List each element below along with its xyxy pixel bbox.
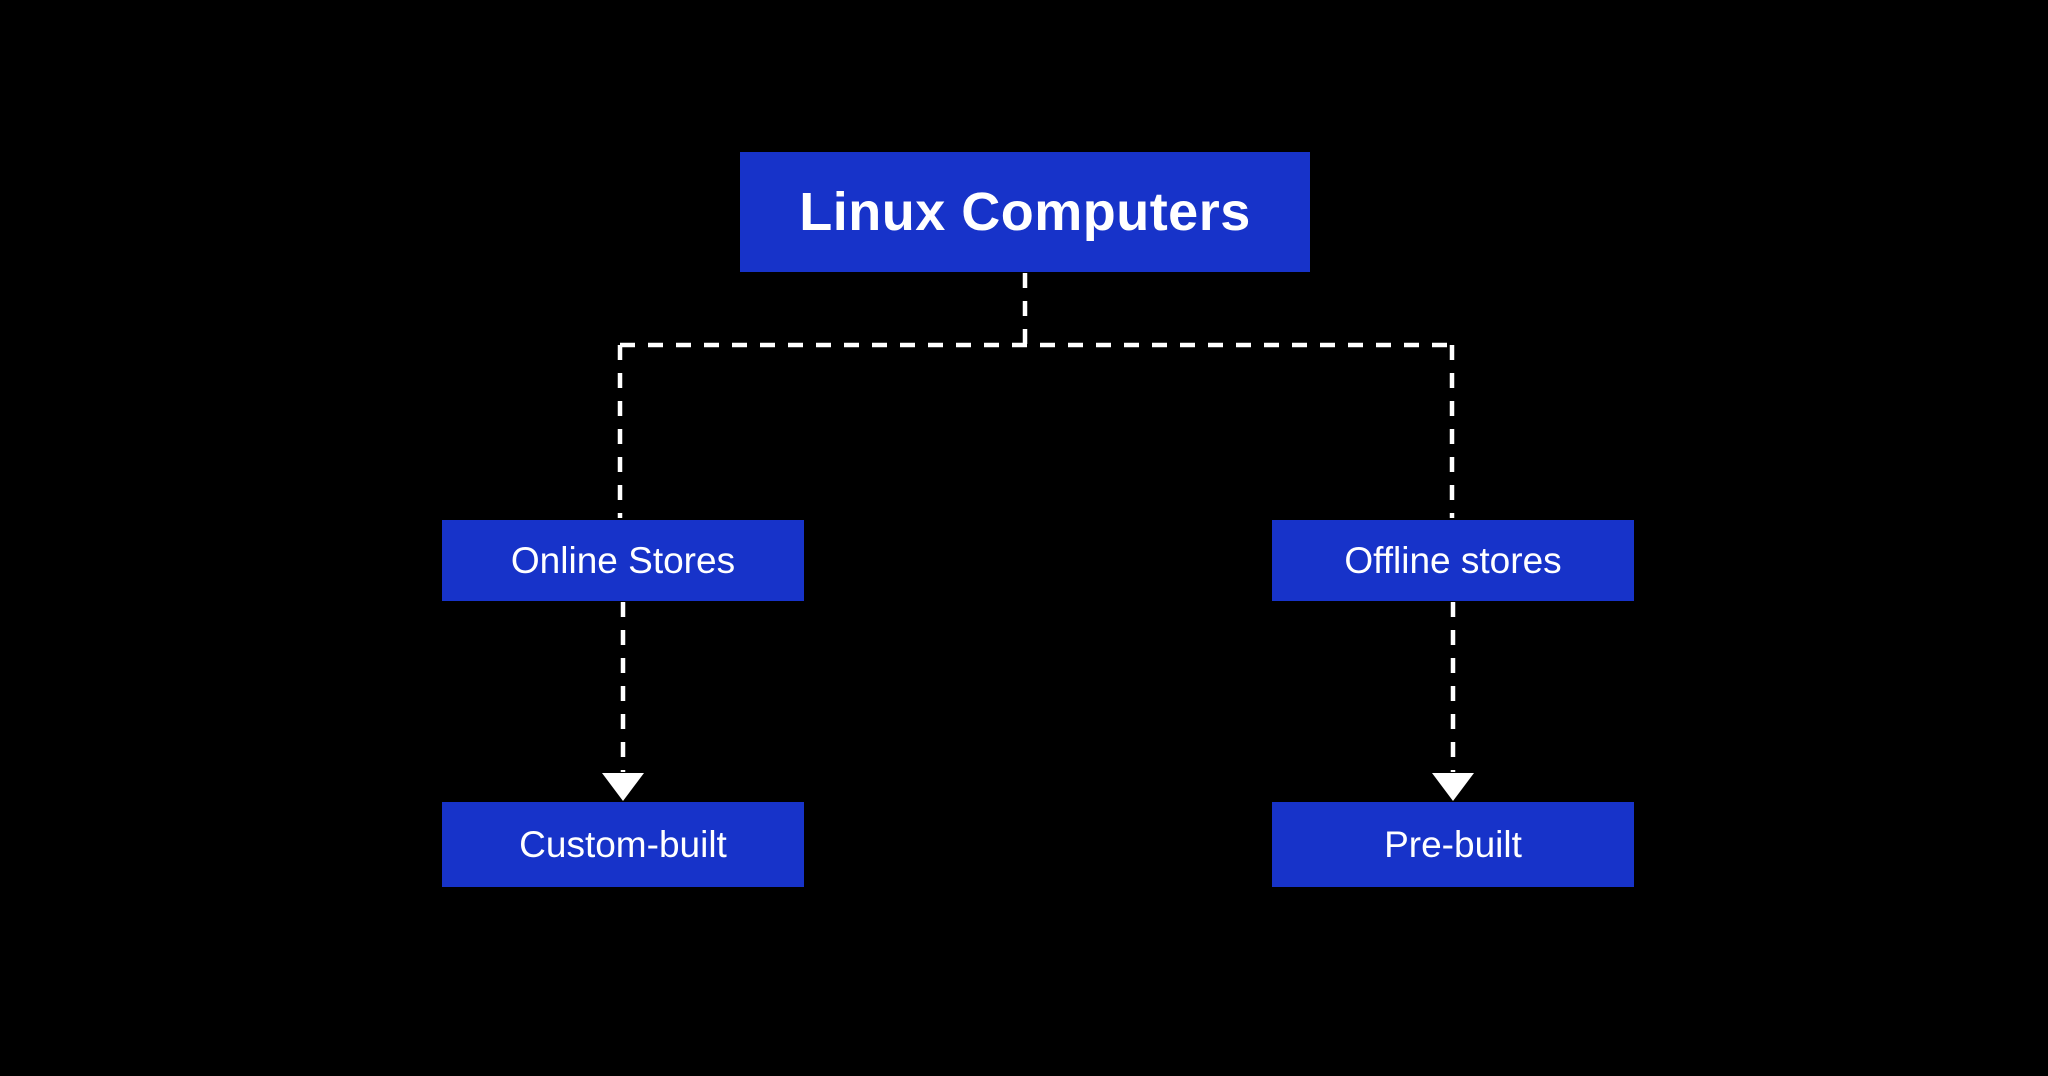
arrowhead-pre-built-icon: [1432, 773, 1474, 801]
node-custom-built-label: Custom-built: [519, 823, 727, 865]
node-linux-computers: Linux Computers: [740, 152, 1310, 272]
node-custom-built: Custom-built: [442, 802, 804, 887]
node-pre-built: Pre-built: [1272, 802, 1634, 887]
node-offline-stores: Offline stores: [1272, 520, 1634, 601]
arrowhead-custom-built-icon: [602, 773, 644, 801]
node-online-stores: Online Stores: [442, 520, 804, 601]
node-pre-built-label: Pre-built: [1384, 823, 1522, 865]
node-linux-computers-label: Linux Computers: [799, 182, 1251, 242]
node-online-stores-label: Online Stores: [510, 539, 736, 581]
node-offline-stores-label: Offline stores: [1344, 539, 1562, 581]
